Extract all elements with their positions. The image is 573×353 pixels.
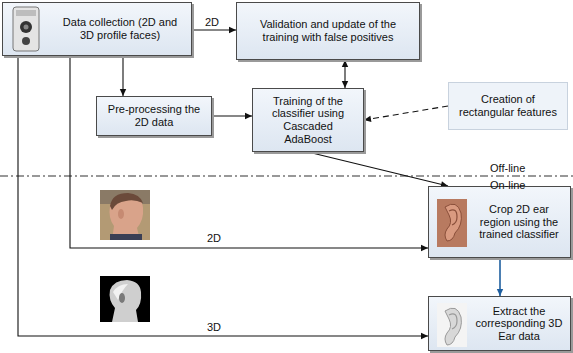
ear3d-icon [433, 301, 473, 349]
box-text: Creation of rectangular features [457, 93, 559, 118]
arrowhead [364, 116, 371, 122]
connector-line [70, 56, 428, 248]
box-text: Extract the corresponding 3D Ear data [473, 305, 565, 343]
arrowhead [421, 333, 428, 339]
process-box: Crop 2D ear region using the trained cla… [428, 186, 571, 258]
scanner-icon [7, 5, 47, 53]
box-text: Pre-processing the 2D data [103, 103, 205, 128]
flow-arrow [212, 113, 252, 119]
connector-line [364, 106, 448, 120]
arrowhead [245, 113, 252, 119]
process-box: Creation of rectangular features [448, 82, 568, 130]
process-box: Validation and update of the training wi… [236, 2, 420, 60]
offline-online-divider [0, 175, 573, 176]
arrowhead [342, 81, 348, 88]
flow-arrow [308, 152, 448, 187]
arrowhead [497, 289, 503, 296]
edge-label: 3D [205, 321, 223, 333]
ear-icon [433, 195, 473, 251]
flow-arrow [120, 56, 126, 96]
phase-label: On-line [490, 179, 525, 191]
box-text: Crop 2D ear region using the trained cla… [473, 203, 565, 241]
box-text: Data collection (2D and 3D profile faces… [55, 16, 185, 41]
arrowhead [229, 27, 236, 33]
flow-arrow [70, 56, 428, 251]
connector-line [18, 56, 428, 336]
collection-box: Data collection (2D and 3D profile faces… [2, 2, 192, 56]
edge-label: 2D [205, 232, 223, 244]
flow-arrow [342, 60, 348, 88]
range-image-3d [100, 276, 150, 322]
face-photo-2d [100, 190, 150, 240]
process-box: Extract the corresponding 3D Ear data [428, 296, 571, 351]
arrowhead [342, 60, 348, 67]
box-text: Training of the classifier using Cascade… [259, 95, 357, 146]
phase-label: Off-line [490, 162, 525, 174]
arrowhead [421, 245, 428, 251]
flow-arrow [18, 56, 428, 339]
flow-arrow [497, 258, 503, 296]
arrowhead [120, 89, 126, 96]
process-box: Pre-processing the 2D data [96, 96, 212, 136]
process-box: Training of the classifier using Cascade… [252, 88, 364, 152]
connector-line [308, 152, 448, 186]
box-text: Validation and update of the training wi… [245, 18, 411, 43]
flow-arrow [364, 106, 448, 122]
edge-label: 2D [203, 16, 221, 28]
